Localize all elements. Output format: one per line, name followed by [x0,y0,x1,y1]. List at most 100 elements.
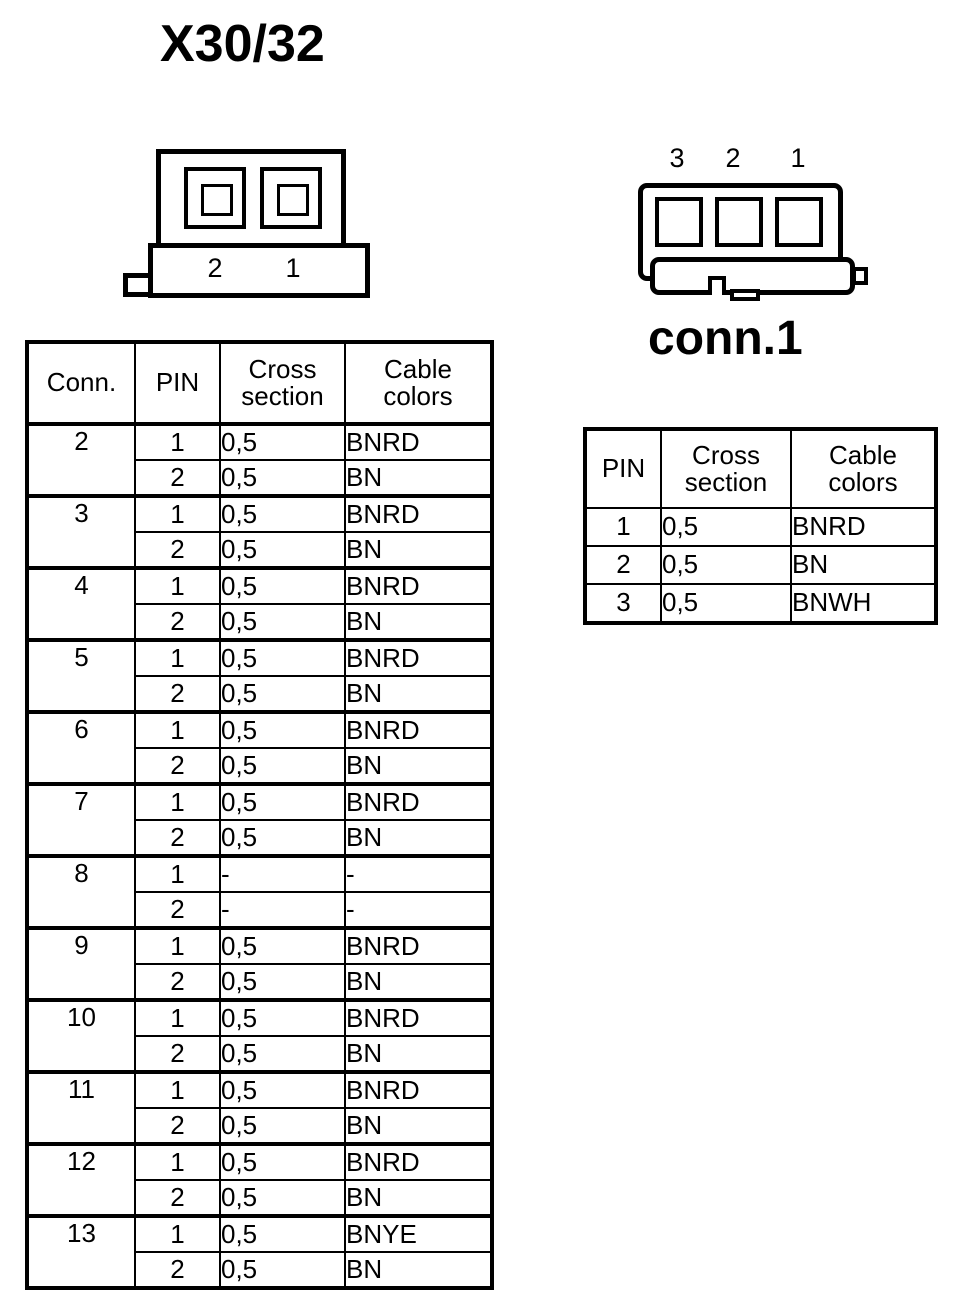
cell-pin: 2 [134,531,221,569]
cell-conn: 13 [26,1214,136,1290]
cell-cross-section: - [219,891,346,929]
connector-slot-2-inner-icon [201,184,233,216]
cell-pin: 2 [134,1107,221,1145]
cell-pin: 2 [134,1035,221,1073]
cell-pin: 2 [134,819,221,857]
conn1-table-header-cross-section: Cross section [660,428,792,509]
cell-cable-colors: BNWH [790,583,937,624]
cell-conn: 2 [26,422,136,498]
cell-cross-section: 0,5 [219,638,346,677]
connector-slot-1-icon [260,167,322,229]
cell-cable-colors: BN [344,603,493,641]
main-header-colors-line2: colors [383,381,453,411]
cell-cable-colors: BN [790,545,937,585]
cell-cable-colors: BNRD [790,507,937,547]
right-connector-latch-notch-icon [708,276,726,295]
cell-cable-colors: BNRD [344,782,493,821]
cell-pin: 1 [134,782,221,821]
cell-cable-colors: BNRD [344,494,493,533]
cell-conn: 5 [26,638,136,714]
right-connector-side-tab-icon [852,267,868,285]
cell-conn: 11 [26,1070,136,1146]
cell-cross-section: 0,5 [219,782,346,821]
cell-cross-section: 0,5 [219,1035,346,1073]
cell-cross-section: 0,5 [219,1179,346,1217]
cell-pin: 3 [584,583,662,624]
connector-slot-1-inner-icon [277,184,309,216]
cell-pin: 1 [134,1070,221,1109]
cell-cable-colors: BNYE [344,1214,493,1253]
cell-cable-colors: BN [344,819,493,857]
main-table-header-cross-section: Cross section [219,341,346,425]
connector-side-tab-icon [123,273,153,297]
cell-pin: 2 [134,603,221,641]
cell-conn: 6 [26,710,136,786]
connector-slot-2-icon [184,167,246,229]
right-connector-slot-2-icon [715,197,763,247]
cell-cross-section: 0,5 [660,507,792,547]
cell-cross-section: 0,5 [219,494,346,533]
conn1-header-cross-line2: section [684,467,768,497]
cell-pin: 1 [584,507,662,547]
right-connector-slot-1-icon [775,197,823,247]
cell-cable-colors: BNRD [344,710,493,749]
page-title: X30/32 [160,15,325,73]
cell-cross-section: 0,5 [219,459,346,497]
cell-cable-colors: BN [344,531,493,569]
cell-cross-section: 0,5 [219,710,346,749]
main-table-header-row: Conn. PIN Cross section Cable colors [26,341,493,425]
main-header-cross-line1: Cross [248,353,317,384]
cell-cable-colors: BN [344,1107,493,1145]
cell-cable-colors: BN [344,963,493,1001]
cell-pin: 2 [134,963,221,1001]
cell-conn: 8 [26,854,136,930]
conn1-header-cross-line1: Cross [692,439,760,470]
conn1-header-colors-line2: colors [828,467,898,497]
left-connector-pin-label-1: 1 [285,253,301,283]
cell-cross-section: 0,5 [219,819,346,857]
cell-conn: 12 [26,1142,136,1218]
cell-cable-colors: - [344,891,493,929]
cell-pin: 1 [134,998,221,1037]
table-row: 2-- [27,891,493,929]
cell-pin: 1 [134,710,221,749]
cell-cross-section: - [219,854,346,893]
connector-base-outline [148,243,370,298]
cell-pin: 1 [134,494,221,533]
right-connector-pin-number-2: 2 [725,143,741,173]
cell-cross-section: 0,5 [219,675,346,713]
cell-pin: 2 [134,1179,221,1217]
main-header-colors-line1: Cable [384,353,452,384]
main-table-header-cable-colors: Cable colors [344,341,493,425]
main-table-header-pin: PIN [134,341,221,425]
cell-pin: 1 [134,638,221,677]
right-connector-latch-foot-icon [730,289,760,301]
right-connector-pin-number-3: 3 [669,143,685,173]
cell-cable-colors: BNRD [344,638,493,677]
cell-cable-colors: BN [344,747,493,785]
cell-cross-section: 0,5 [219,963,346,1001]
cell-pin: 2 [134,675,221,713]
cell-pin: 1 [134,566,221,605]
conn1-header-colors-line1: Cable [829,439,897,470]
right-connector-diagram: 3 2 1 [630,145,880,310]
